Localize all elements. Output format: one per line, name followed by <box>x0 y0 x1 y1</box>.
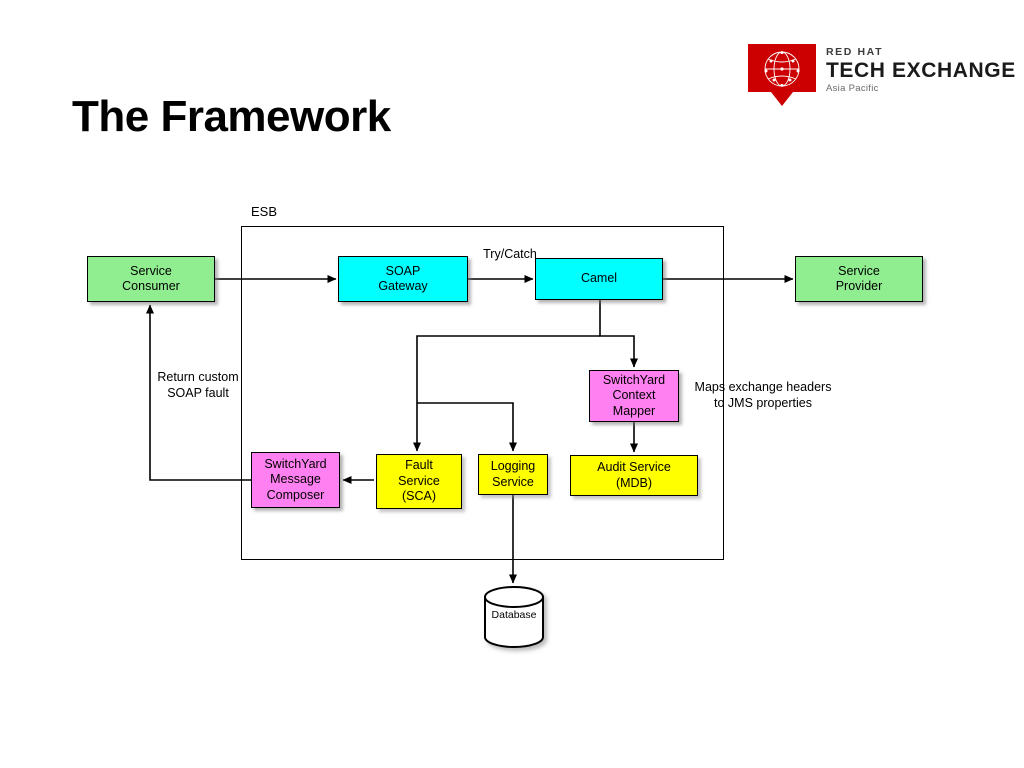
logo-wordmark: RED HAT TECH EXCHANGE Asia Pacific <box>826 46 1016 95</box>
edge-camel-to-context-mapper <box>599 300 638 368</box>
node-camel[interactable]: Camel <box>535 258 663 300</box>
node-label: SOAP Gateway <box>378 263 428 294</box>
node-service-provider[interactable]: Service Provider <box>795 256 923 302</box>
node-service-consumer[interactable]: Service Consumer <box>87 256 215 302</box>
node-soap-gateway[interactable]: SOAP Gateway <box>338 256 468 302</box>
node-label: Logging Service <box>490 459 536 489</box>
annotation-try-catch: Try/Catch <box>483 247 537 261</box>
annotation-return-custom-soap-fault: Return custom SOAP fault <box>157 370 239 400</box>
esb-label: ESB <box>251 204 278 219</box>
node-label: Camel <box>580 271 618 286</box>
edge-camel-to-logging-service <box>417 402 517 452</box>
node-label: SwitchYard Message Composer <box>264 456 327 502</box>
edge-message-composer-to-consumer <box>146 304 251 481</box>
database-cylinder-icon[interactable] <box>483 586 545 648</box>
page-title: The Framework <box>72 92 391 141</box>
node-logging-service[interactable]: Logging Service <box>478 454 548 495</box>
logo-line-asia-pacific: Asia Pacific <box>826 83 879 94</box>
node-switchyard-context-mapper[interactable]: SwitchYard Context Mapper <box>589 370 679 422</box>
node-label: Service Provider <box>835 263 883 294</box>
logo-line-red-hat: RED HAT <box>826 46 884 58</box>
esb-boundary <box>241 226 724 560</box>
edge-camel-to-fault-service <box>413 335 600 452</box>
node-label: Fault Service (SCA) <box>398 458 440 504</box>
red-hat-shield-icon <box>748 44 816 106</box>
node-label: SwitchYard Context Mapper <box>602 372 666 418</box>
database-label: Database <box>491 609 537 621</box>
node-switchyard-message-composer[interactable]: SwitchYard Message Composer <box>251 452 340 508</box>
annotation-maps-exchange-headers: Maps exchange headers to JMS properties <box>694 380 832 410</box>
node-label: Service Consumer <box>122 263 180 294</box>
red-hat-tech-exchange-logo: RED HAT TECH EXCHANGE Asia Pacific <box>748 44 1015 112</box>
node-audit-service[interactable]: Audit Service (MDB) <box>570 455 698 496</box>
logo-line-tech-exchange: TECH EXCHANGE <box>826 59 1016 82</box>
globe-network-icon <box>764 51 800 87</box>
node-fault-service[interactable]: Fault Service (SCA) <box>376 454 462 509</box>
node-label: Audit Service (MDB) <box>597 460 671 490</box>
